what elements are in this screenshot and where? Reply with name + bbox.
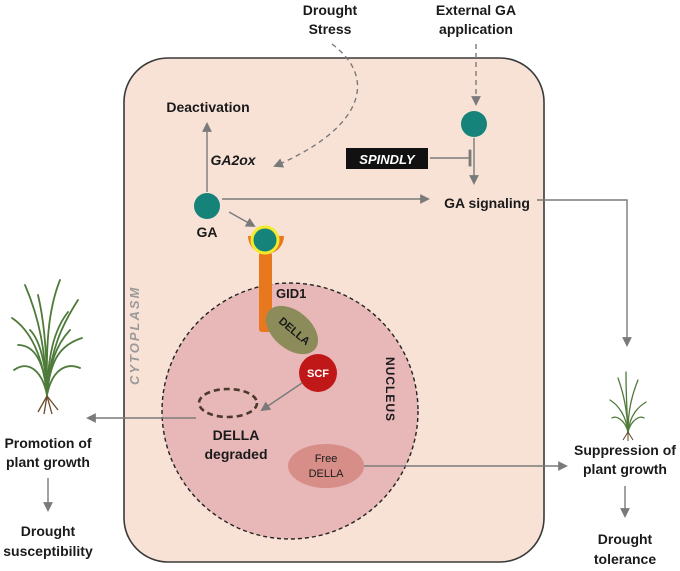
- free-della: [288, 444, 364, 488]
- deactivation-label: Deactivation: [166, 99, 249, 115]
- small-plant-roots: [622, 431, 634, 441]
- free-della-label-1: Free: [315, 453, 338, 465]
- nucleus-label: NUCLEUS: [383, 357, 397, 422]
- ga-molecule: [194, 193, 220, 219]
- gid1-label: GID1: [276, 286, 306, 301]
- external-ga-molecule: [461, 111, 487, 137]
- external-ga-label-2: application: [439, 21, 513, 37]
- spindly-label: SPINDLY: [359, 152, 416, 167]
- large-plant-roots: [37, 395, 59, 415]
- degraded-della: [197, 387, 259, 419]
- suppression-label-1: Suppression of: [574, 442, 676, 458]
- drought-to-ga2ox-arrow: [273, 43, 359, 168]
- large-plant-icon: [11, 279, 83, 396]
- external-ga-label-1: External GA: [436, 2, 516, 18]
- ga-label: GA: [197, 224, 218, 240]
- della-degraded-label-2: degraded: [204, 446, 267, 462]
- ga-signaling-label: GA signaling: [444, 195, 530, 211]
- drought-susceptibility-label-2: susceptibility: [3, 543, 93, 559]
- free-della-label-2: DELLA: [309, 468, 345, 480]
- ga2ox-label: GA2ox: [210, 152, 256, 168]
- scf-label: SCF: [307, 368, 329, 380]
- drought-stress-label-2: Stress: [309, 21, 352, 37]
- drought-tolerance-label-1: Drought: [598, 531, 653, 547]
- spindly-box: [346, 148, 428, 169]
- della-protein: [265, 305, 319, 355]
- signaling-to-suppression-arrow: [537, 199, 632, 347]
- promotion-label-2: plant growth: [6, 454, 90, 470]
- scf-complex: [299, 354, 337, 392]
- promotion-label-1: Promotion of: [4, 435, 91, 451]
- drought-stress-label-1: Drought: [303, 2, 358, 18]
- della-degraded-label-1: DELLA: [213, 427, 260, 443]
- drought-susceptibility-label-1: Drought: [21, 523, 76, 539]
- suppression-label-2: plant growth: [583, 461, 667, 477]
- small-plant-icon: [609, 371, 647, 433]
- ga-to-gid1-arrow: [228, 211, 256, 227]
- scf-to-degraded-arrow: [260, 382, 303, 412]
- cytoplasm-label: CYTOPLASM: [127, 286, 142, 385]
- receptor-bound-ga: [250, 225, 280, 255]
- drought-tolerance-label-2: tolerance: [594, 551, 656, 567]
